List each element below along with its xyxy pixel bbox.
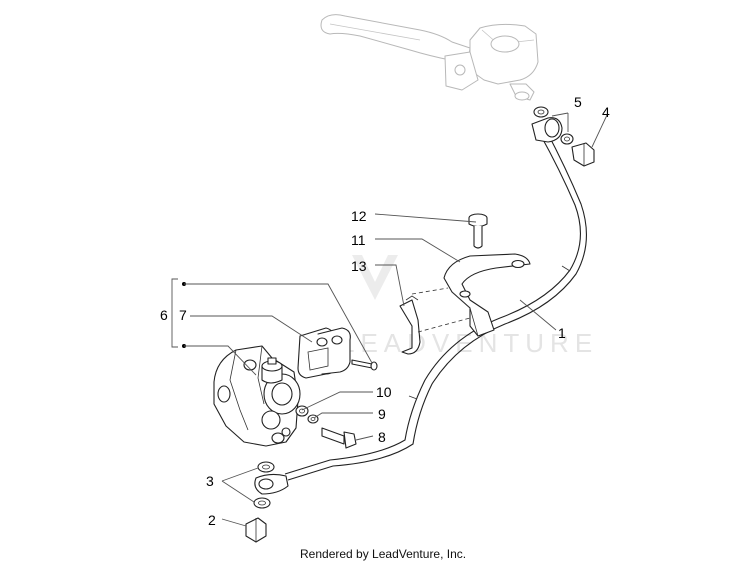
brake-hose bbox=[284, 129, 587, 481]
brake-pads bbox=[297, 327, 351, 379]
hose-bracket bbox=[443, 253, 531, 337]
callout-13: 13 bbox=[351, 258, 367, 274]
caliper-washers-and-bolt bbox=[295, 405, 357, 449]
hose-clip bbox=[399, 287, 471, 355]
watermark-text: LEADVENTURE bbox=[340, 328, 598, 358]
watermark: LEADVENTURE bbox=[340, 255, 598, 358]
washer-lower-a bbox=[257, 461, 275, 473]
master-cylinder-assembly bbox=[320, 14, 539, 101]
pad-pin bbox=[351, 359, 378, 371]
callout-5: 5 bbox=[574, 94, 582, 110]
leader-lines bbox=[171, 112, 608, 527]
callout-1: 1 bbox=[558, 325, 566, 341]
washer-10 bbox=[295, 405, 309, 417]
washer-upper-b bbox=[560, 133, 574, 145]
banjo-bolt-upper bbox=[571, 142, 595, 167]
brake-caliper bbox=[213, 345, 301, 447]
callout-12: 12 bbox=[351, 208, 367, 224]
bracket-bolt bbox=[468, 213, 488, 249]
render-credit: Rendered by LeadVenture, Inc. bbox=[300, 547, 466, 561]
callout-9: 9 bbox=[378, 406, 386, 422]
callout-7: 7 bbox=[179, 307, 187, 323]
callout-2: 2 bbox=[208, 512, 216, 528]
washer-upper-a bbox=[533, 106, 549, 118]
callout-10: 10 bbox=[376, 384, 392, 400]
callout-4: 4 bbox=[602, 104, 610, 120]
mounting-bolt-8 bbox=[321, 427, 345, 445]
washer-lower-b bbox=[253, 497, 271, 509]
callout-6: 6 bbox=[160, 307, 168, 323]
callout-labels: 5 4 1 12 11 13 6 7 10 9 8 3 2 bbox=[160, 94, 610, 528]
lower-banjo-fitting bbox=[245, 461, 289, 543]
upper-banjo-fitting bbox=[531, 106, 595, 167]
callout-11: 11 bbox=[351, 232, 366, 248]
callout-3: 3 bbox=[206, 473, 214, 489]
callout-8: 8 bbox=[378, 429, 386, 445]
